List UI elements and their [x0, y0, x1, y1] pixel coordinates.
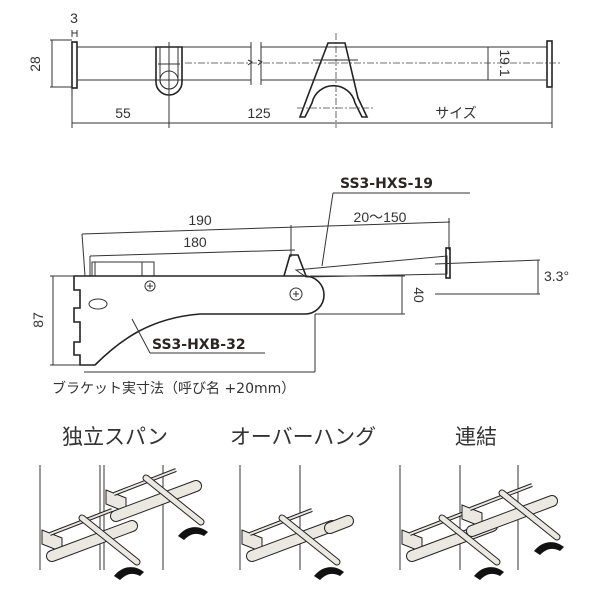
bracket-model-label: SS3-HXB-32 — [152, 337, 246, 353]
dim-pipe-diameter: 19.1 — [497, 49, 513, 76]
dim-left-offset: 55 — [115, 105, 131, 121]
screw-icon — [144, 280, 156, 292]
top-view: 19.1 28 3 55 125 サイズ — [27, 10, 560, 128]
side-view: SS3-HXS-19 190 20〜150 180 — [30, 176, 569, 397]
illustration-independent-span — [40, 465, 208, 580]
dim-40: 40 — [411, 287, 427, 303]
pipe-holder-clip — [155, 42, 183, 128]
right-flange — [546, 40, 553, 88]
dim-190: 190 — [188, 212, 212, 228]
label-independent-span: 独立スパン — [62, 425, 168, 449]
bracket-slot — [88, 298, 108, 310]
screw-icon — [289, 287, 303, 301]
label-connected: 連結 — [455, 425, 497, 449]
illustration-overhang — [240, 465, 354, 580]
illustration-connected — [400, 465, 564, 580]
dim-180: 180 — [183, 234, 207, 250]
left-flange — [71, 41, 78, 89]
dim-flange-thickness: 3 — [70, 10, 78, 26]
dim-angle: 3.3° — [544, 268, 569, 284]
dim-height: 28 — [27, 56, 43, 72]
dim-range: 20〜150 — [354, 209, 407, 225]
bracket-body — [73, 275, 325, 366]
dim-87: 87 — [30, 312, 46, 328]
size-label: サイズ — [435, 106, 477, 122]
label-overhang: オーバーハング — [230, 425, 376, 449]
dim-mid-offset: 125 — [247, 105, 271, 121]
usage-examples: 独立スパン オーバーハング 連結 — [40, 425, 564, 580]
bracket-caption: ブラケット実寸法（呼び名 +20mm） — [52, 380, 295, 397]
pipe-holder-fork — [297, 33, 375, 128]
shaft-model-label: SS3-HXS-19 — [340, 176, 433, 192]
